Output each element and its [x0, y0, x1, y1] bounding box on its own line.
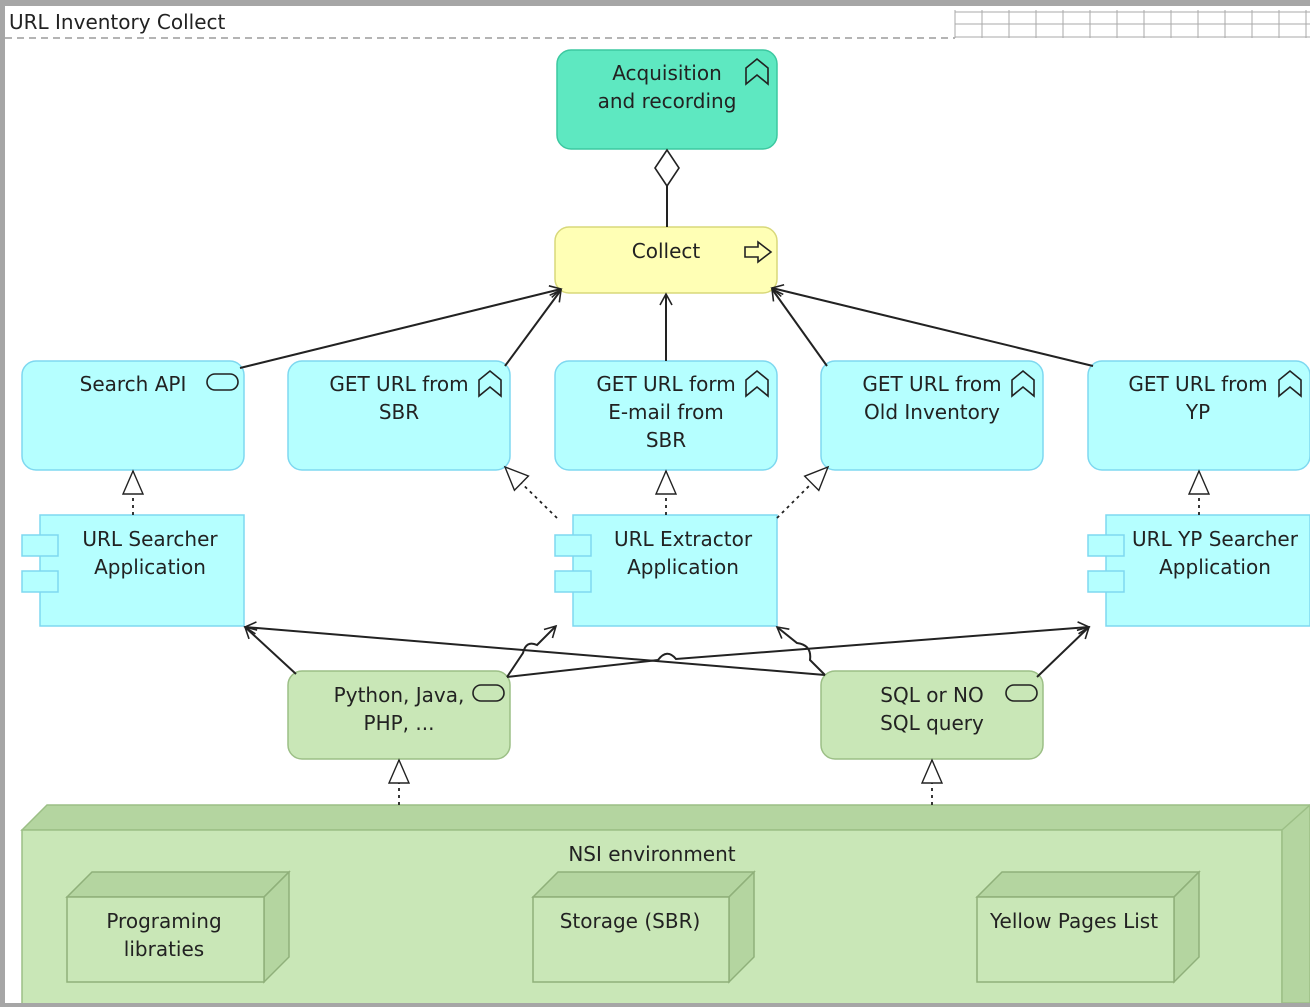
sql-query-service[interactable]: SQL or NO SQL query [820, 670, 1044, 760]
collect-process[interactable]: Collect [554, 226, 778, 294]
url-searcher-component[interactable]: URL Searcher Application [21, 514, 245, 627]
component-icon [554, 534, 592, 557]
get-url-sbr-capability[interactable]: GET URL from SBR [287, 360, 511, 471]
get-url-yp-capability[interactable]: GET URL from YP [1087, 360, 1310, 471]
acquisition-capability[interactable]: Acquisition and recording [556, 49, 778, 150]
service-icon [472, 684, 505, 702]
capability-icon [745, 369, 769, 398]
sql-serves-extractor[interactable] [775, 625, 826, 676]
get-url-email-capability[interactable]: GET URL form E-mail from SBR [554, 360, 778, 471]
component-icon [1087, 534, 1125, 557]
get-url-old-inventory-capability[interactable]: GET URL from Old Inventory [820, 360, 1044, 471]
url-searcher-label-1: URL Searcher [82, 527, 218, 551]
view-title: URL Inventory Collect [9, 10, 226, 34]
get-sbr-to-collect[interactable] [504, 288, 562, 367]
get-sbr-label-2: SBR [379, 400, 419, 424]
get-email-label-2: E-mail from [608, 400, 724, 424]
libraries-label-2: libraties [124, 937, 204, 961]
collect-label: Collect [632, 239, 701, 263]
storage-node[interactable]: Storage (SBR) [531, 870, 756, 984]
extractor-realizes-sbr[interactable] [503, 465, 558, 519]
get-old-to-collect[interactable] [771, 287, 828, 367]
relations [121, 148, 1211, 805]
get-sbr-label-1: GET URL from [329, 372, 468, 396]
search-api-service[interactable]: Search API [21, 360, 245, 471]
yellow-pages-node[interactable]: Yellow Pages List [975, 870, 1201, 984]
get-yp-label-1: GET URL from [1128, 372, 1267, 396]
capability-icon [478, 369, 502, 398]
component-icon [1087, 570, 1125, 593]
extractor-realizes-old[interactable] [776, 465, 830, 519]
sql-label-2: SQL query [880, 711, 984, 735]
url-extractor-label-2: Application [627, 555, 739, 579]
url-searcher-label-2: Application [94, 555, 206, 579]
capability-icon [1278, 369, 1302, 398]
python-serves-extractor[interactable] [506, 624, 558, 678]
capability-icon [1011, 369, 1035, 398]
libraries-label-1: Programing [106, 909, 221, 933]
search-api-to-collect[interactable] [239, 285, 563, 369]
get-old-label-1: GET URL from [862, 372, 1001, 396]
process-arrow-icon [744, 240, 773, 264]
component-icon [21, 534, 59, 557]
python-serves-searcher[interactable] [243, 625, 297, 675]
service-icon [1005, 684, 1038, 702]
python-java-php-service[interactable]: Python, Java, PHP, ... [287, 670, 511, 760]
acquisition-label-2: and recording [598, 89, 737, 113]
capability-icon [745, 57, 769, 86]
component-icon [554, 570, 592, 593]
get-yp-label-2: YP [1185, 400, 1210, 424]
url-yp-searcher-label-2: Application [1159, 555, 1271, 579]
python-serves-yp-searcher[interactable] [506, 621, 1091, 678]
sql-serves-yp-searcher[interactable] [1036, 625, 1091, 678]
url-yp-searcher-component[interactable]: URL YP Searcher Application [1087, 514, 1310, 627]
url-extractor-label-1: URL Extractor [614, 527, 753, 551]
ruler-grid [954, 10, 1310, 38]
nsi-label: NSI environment [568, 842, 735, 866]
component-icon [21, 570, 59, 593]
search-api-label: Search API [80, 372, 187, 396]
sql-label-1: SQL or NO [880, 683, 983, 707]
python-label-2: PHP, ... [364, 711, 435, 735]
get-yp-to-collect[interactable] [770, 283, 1094, 367]
acquisition-label-1: Acquisition [612, 61, 722, 85]
libraries-node[interactable]: Programing libraties [65, 870, 291, 984]
get-old-label-2: Old Inventory [864, 400, 1000, 424]
aggregation-diamond [654, 148, 680, 188]
get-email-label-1: GET URL form [596, 372, 735, 396]
url-yp-searcher-label-1: URL YP Searcher [1132, 527, 1299, 551]
get-email-label-3: SBR [646, 428, 686, 452]
yellow-pages-label: Yellow Pages List [989, 909, 1158, 933]
sql-serves-searcher[interactable] [243, 621, 826, 676]
url-extractor-component[interactable]: URL Extractor Application [554, 514, 778, 627]
service-icon [206, 373, 239, 391]
python-label-1: Python, Java, [334, 683, 465, 707]
storage-label: Storage (SBR) [560, 909, 701, 933]
